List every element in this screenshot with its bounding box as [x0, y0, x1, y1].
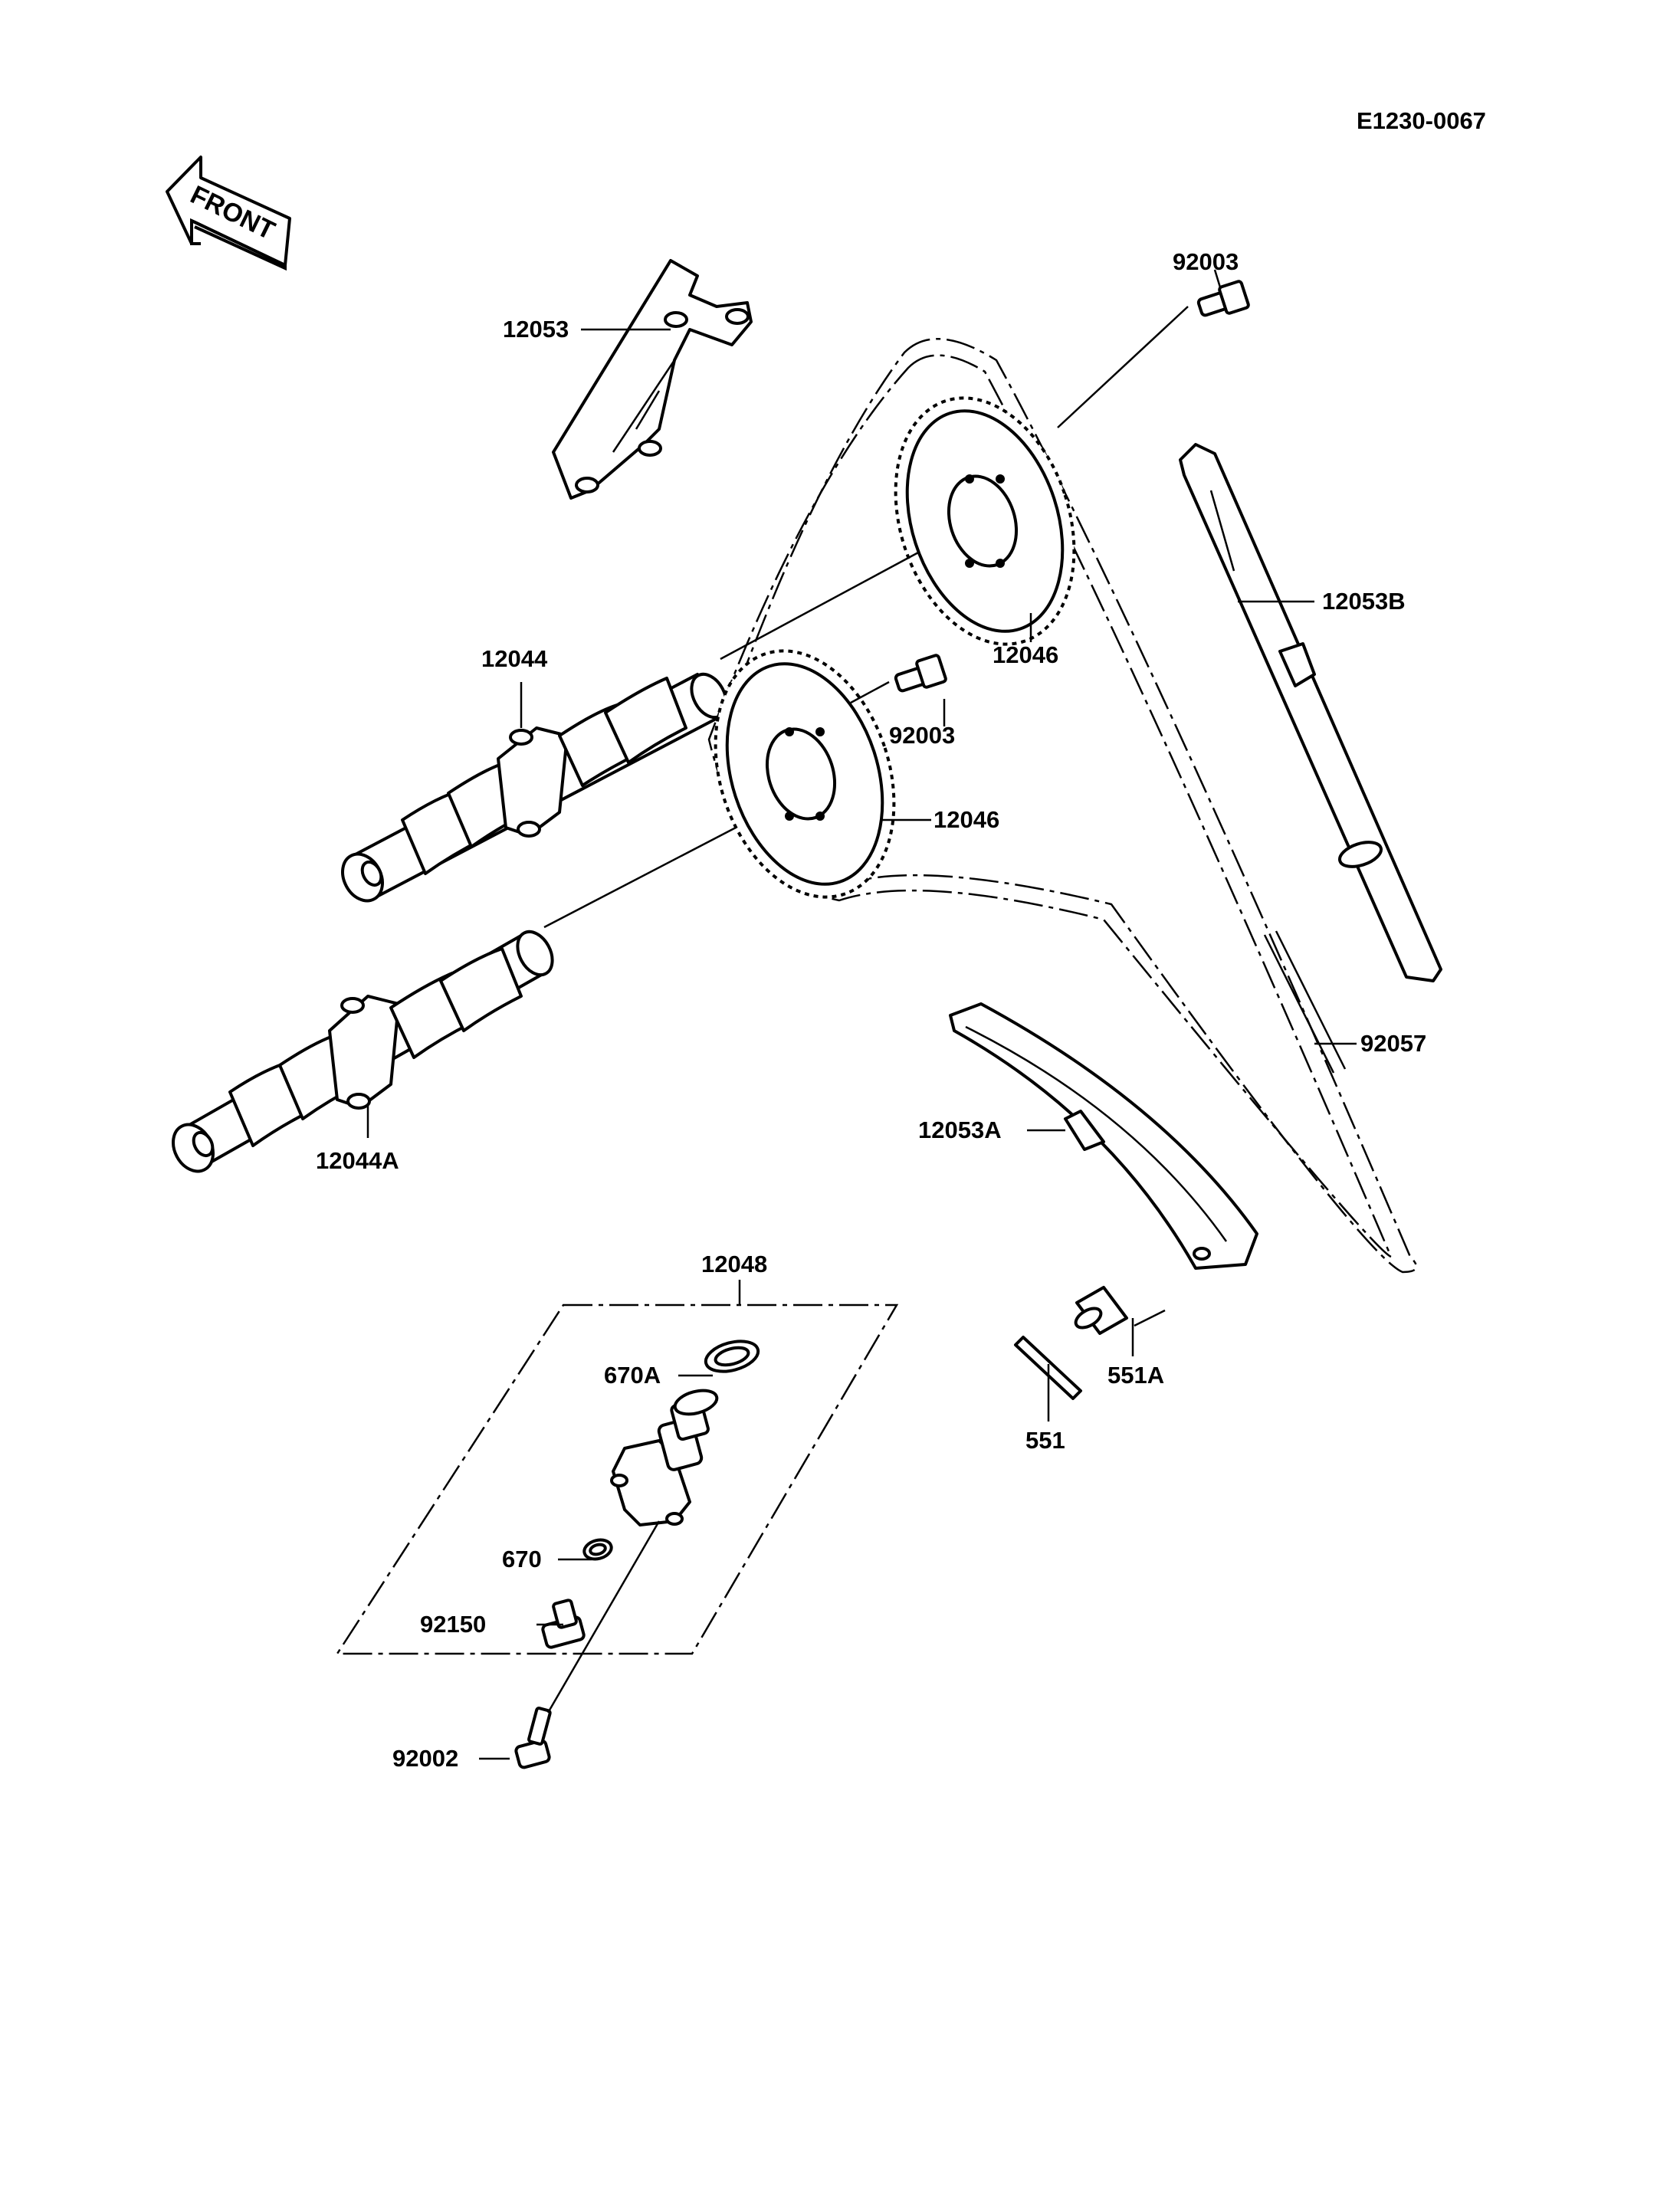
front-arrow-icon: FRONT [166, 156, 291, 271]
bolt-92002 [514, 1707, 552, 1769]
bolt-92003-mid [894, 654, 947, 693]
tensioner-assembly-frame [335, 1303, 899, 1655]
label-92003-mid: 92003 [889, 722, 955, 749]
upper-chain-guide [552, 259, 753, 500]
bolt-92003-top [1196, 280, 1250, 317]
chain-guide-12053A [949, 1002, 1258, 1270]
sprocket-lower [714, 649, 896, 899]
collar-551A [1074, 1286, 1128, 1335]
label-92150: 92150 [420, 1611, 486, 1638]
label-551A: 551A [1107, 1362, 1164, 1389]
camshaft-12044A [172, 930, 554, 1173]
leader-lines [366, 269, 1357, 1760]
label-12046-mid: 12046 [934, 806, 999, 833]
sprocket-upper [894, 396, 1076, 646]
label-92057: 92057 [1360, 1030, 1426, 1057]
label-12046-top: 12046 [993, 641, 1058, 668]
label-12053B: 12053B [1322, 588, 1406, 615]
diagram-code: E1230-0067 [1357, 107, 1486, 134]
label-670A: 670A [604, 1362, 661, 1389]
label-12044A: 12044A [316, 1147, 399, 1174]
label-12044: 12044 [481, 645, 548, 672]
label-551: 551 [1025, 1427, 1065, 1454]
label-670: 670 [502, 1546, 542, 1572]
tensioner [541, 1340, 760, 1649]
label-92003-top: 92003 [1173, 248, 1239, 275]
label-12053: 12053 [503, 316, 569, 343]
label-12048: 12048 [701, 1251, 767, 1277]
chain-guide-12053B [1179, 443, 1442, 982]
label-12053A: 12053A [918, 1117, 1002, 1143]
camshaft-12044 [341, 672, 728, 903]
label-92002: 92002 [392, 1745, 458, 1772]
